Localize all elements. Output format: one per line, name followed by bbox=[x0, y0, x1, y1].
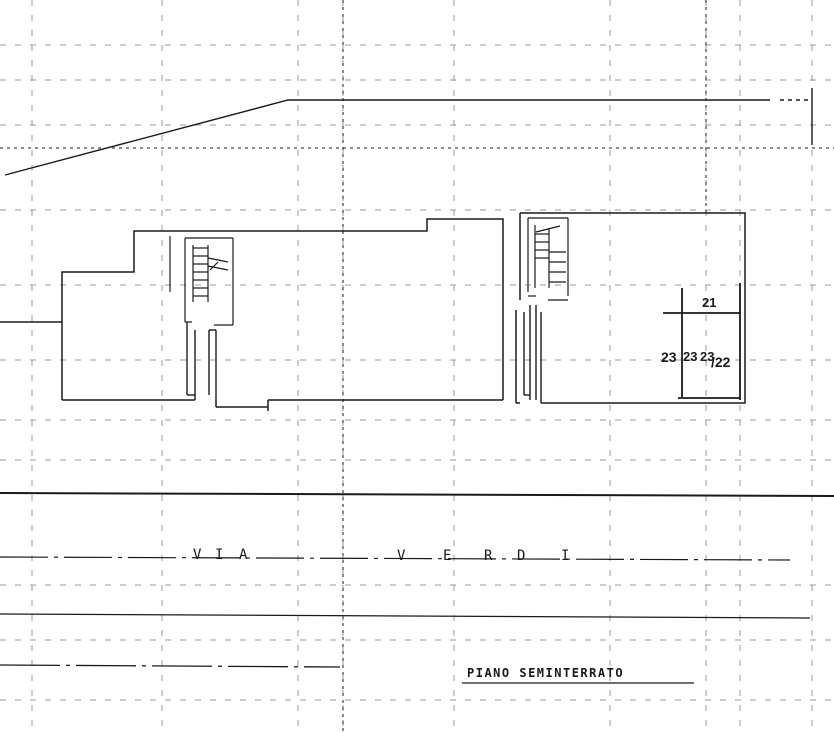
street-letter: V bbox=[193, 547, 202, 563]
street-letter: D bbox=[517, 548, 525, 564]
street-letter: I bbox=[561, 548, 569, 564]
street-letter: E bbox=[443, 548, 451, 564]
building-right-outline bbox=[515, 212, 746, 404]
street-letter: A bbox=[239, 547, 248, 563]
parcel-number-23-sub2: 23 bbox=[700, 349, 714, 364]
parcel-divisions bbox=[663, 283, 741, 400]
parcel-number-22: /22 bbox=[711, 354, 731, 370]
street-letter: R bbox=[484, 548, 493, 564]
corridor-right bbox=[523, 305, 542, 403]
building-left-outline bbox=[61, 218, 504, 411]
street-name: V I A V E R D I bbox=[193, 547, 569, 564]
stairwell-left bbox=[169, 236, 234, 326]
parcel-number-23-sub: 23 bbox=[683, 349, 697, 364]
parcel-number-21: 21 bbox=[702, 295, 716, 310]
street-lines bbox=[0, 492, 834, 668]
floor-title: PIANO SEMINTERRATO bbox=[467, 666, 624, 680]
street-letter: I bbox=[215, 547, 223, 563]
boundary-line bbox=[0, 88, 813, 323]
street-letter: V bbox=[397, 548, 406, 564]
stairwell-right bbox=[527, 217, 569, 301]
corridor-left bbox=[186, 322, 217, 400]
parcel-number-23: 23 bbox=[661, 349, 677, 365]
